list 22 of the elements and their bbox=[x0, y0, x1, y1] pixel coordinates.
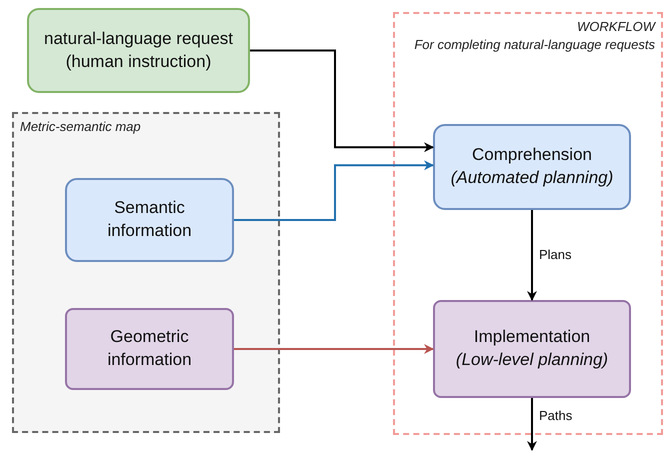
box-label: Geometric information bbox=[106, 326, 193, 371]
arrow bbox=[527, 210, 537, 301]
group-title: Metric-semantic map bbox=[20, 118, 142, 136]
arrow bbox=[234, 344, 434, 354]
arrow bbox=[250, 50, 434, 152]
arrow bbox=[234, 160, 434, 221]
process-box bbox=[433, 300, 631, 398]
box-label: Implementation bbox=[474, 326, 590, 348]
box-sublabel: (Automated planning) bbox=[450, 167, 614, 189]
arrow bbox=[527, 398, 537, 451]
process-box bbox=[433, 124, 631, 210]
box-sublabel: (Low-level planning) bbox=[456, 349, 608, 371]
group-frame bbox=[393, 12, 663, 435]
group-frame bbox=[12, 112, 280, 433]
input-box bbox=[27, 8, 250, 93]
box-label: Semantic information bbox=[106, 197, 193, 242]
group-title: WORKFLOW bbox=[576, 18, 655, 36]
box-label: natural-language request (human instruction) bbox=[42, 28, 234, 72]
box-label: Comprehension bbox=[472, 144, 592, 166]
process-box bbox=[65, 308, 234, 390]
group-subtitle: For completing natural-language requests bbox=[413, 36, 655, 54]
process-box bbox=[65, 178, 234, 262]
